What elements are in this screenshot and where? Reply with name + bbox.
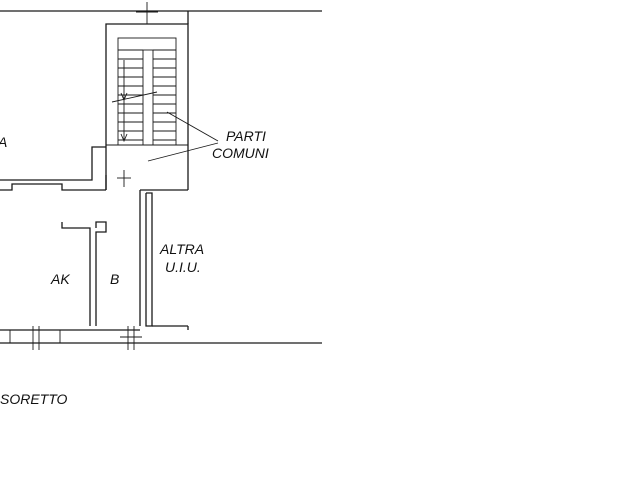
parti-comuni-label-line2: COMUNI: [212, 145, 269, 161]
b-partition-left: [95, 221, 107, 326]
stairwell: [105, 2, 189, 190]
room-label-b: B: [110, 271, 119, 287]
bottom-walls: [0, 325, 322, 350]
interior-partitions: [61, 190, 153, 327]
left-unit-walls: [0, 146, 188, 191]
room-label-ak: AK: [50, 271, 70, 287]
left-unit-label-fragment: A: [0, 134, 7, 150]
altra-uiu-label-line1: ALTRA: [159, 241, 204, 257]
stair-arrow-down-icon: [120, 133, 128, 143]
leader-line-upper: [166, 111, 219, 142]
leader-line-lower: [147, 142, 219, 162]
floor-caption: SORETTO: [0, 391, 68, 407]
stair-cut-line: [111, 91, 158, 103]
stair-arrow-mid-icon: [120, 92, 128, 102]
altra-wall: [145, 192, 153, 327]
stair-flight-frame: [117, 37, 177, 146]
parti-comuni-label-line1: PARTI: [226, 128, 266, 144]
left-lower-wall: [0, 183, 106, 191]
stair-divider: [142, 49, 154, 146]
stair-treads: [118, 49, 176, 141]
ak-partition: [61, 222, 91, 326]
left-upper-wall: [0, 146, 106, 181]
altra-uiu-label-line2: U.I.U.: [165, 259, 201, 275]
